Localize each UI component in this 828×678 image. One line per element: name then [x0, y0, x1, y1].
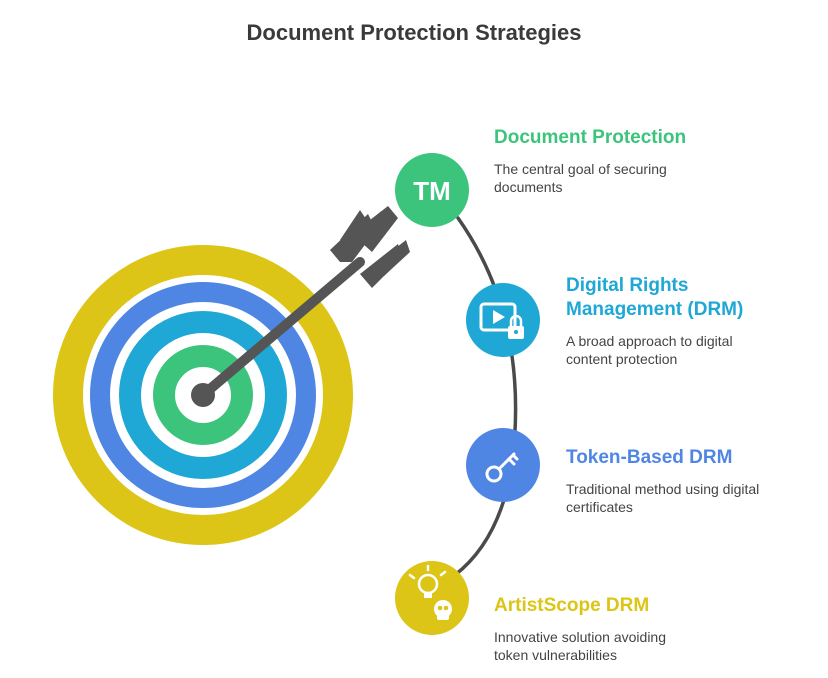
arrow-icon	[198, 206, 410, 400]
item-title: ArtistScope DRM	[494, 595, 650, 616]
item-token-drm: Token-Based DRM Traditional method using…	[566, 446, 806, 516]
connector-curve	[453, 216, 518, 577]
node-drm	[466, 283, 540, 357]
item-title: Document Protection	[494, 127, 687, 148]
key-icon	[485, 452, 519, 483]
item-document-protection: Document Protection The central goal of …	[494, 126, 794, 196]
item-description: Innovative solution avoiding token vulne…	[494, 629, 667, 663]
item-description: Traditional method using digital certifi…	[566, 481, 760, 515]
target-ring-green	[153, 345, 253, 445]
target-icon	[53, 245, 353, 545]
item-description: The central goal of securing documents	[494, 161, 667, 195]
target-ring-yellow	[53, 245, 353, 545]
node-document-protection: TM	[395, 153, 469, 227]
target-ring-cyan	[119, 311, 287, 479]
item-description: A broad approach to digital content prot…	[566, 333, 733, 367]
node-token-drm	[466, 428, 540, 502]
item-drm: Digital Rights Management (DRM) A broad …	[566, 274, 786, 368]
item-title: Token-Based DRM	[566, 447, 733, 468]
node-artistscope	[395, 561, 469, 635]
diagram-title: Document Protection Strategies	[246, 20, 582, 45]
item-artistscope: ArtistScope DRM Innovative solution avoi…	[494, 594, 754, 664]
item-title: Digital Rights Management (DRM)	[566, 275, 744, 320]
lightbulb-skull-icon	[408, 564, 452, 620]
target-ring-blue	[90, 282, 316, 508]
locked-video-icon	[479, 302, 524, 339]
trademark-icon: TM	[413, 176, 451, 206]
